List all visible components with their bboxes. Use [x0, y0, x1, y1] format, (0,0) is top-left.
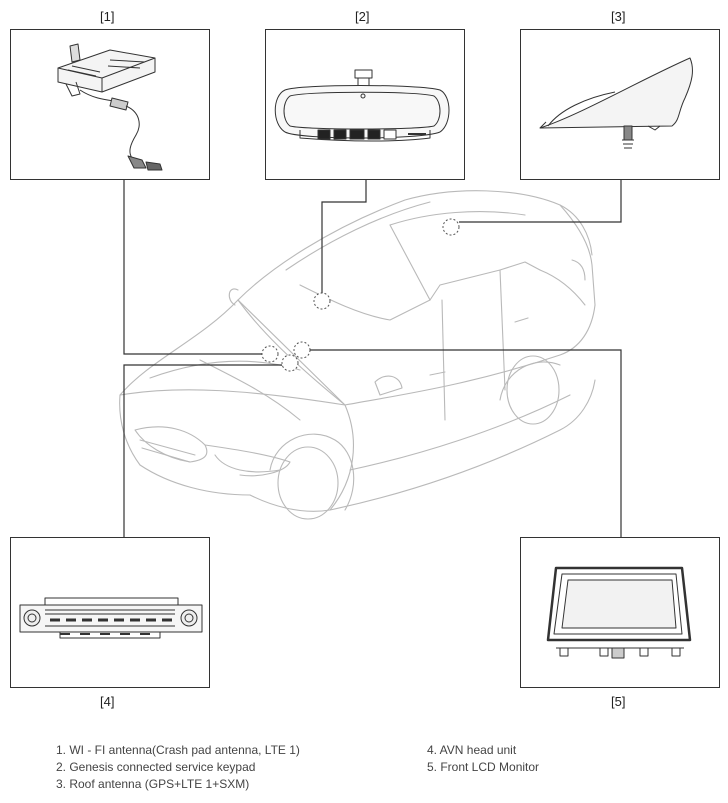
leader-line-2	[321, 180, 367, 293]
leader-line-5	[310, 349, 622, 537]
legend-item-2: 2. Genesis connected service keypad	[56, 760, 256, 774]
lcd-monitor-drawing	[546, 566, 692, 659]
callout-label-1: [1]	[100, 9, 115, 24]
legend-item-3: 3. Roof antenna (GPS+LTE 1+SXM)	[56, 777, 250, 791]
marker-avn-head-unit	[281, 354, 299, 372]
legend-item-1: 1. WI - FI antenna(Crash pad antenna, LT…	[56, 743, 300, 757]
leader-lines	[123, 180, 622, 537]
location-markers	[261, 218, 460, 372]
roof-antenna-drawing	[539, 57, 693, 149]
callout-label-4: [4]	[100, 694, 115, 709]
callout-label-5: [5]	[611, 694, 626, 709]
avn-head-unit-drawing	[19, 597, 203, 639]
legend-right: 4. AVN head unit 5. Front LCD Monitor	[427, 742, 539, 776]
wifi-antenna-drawing	[57, 43, 163, 171]
marker-keypad	[313, 292, 331, 310]
callout-label-3: [3]	[611, 9, 626, 24]
leader-line-3	[459, 180, 622, 223]
leader-line-4	[123, 364, 282, 537]
legend-left: 1. WI - FI antenna(Crash pad antenna, LT…	[56, 742, 300, 793]
keypad-mirror-drawing	[274, 69, 450, 142]
legend-item-4: 4. AVN head unit	[427, 743, 517, 757]
marker-lcd-monitor	[293, 341, 311, 359]
marker-wifi-antenna	[261, 345, 279, 363]
callout-label-2: [2]	[355, 9, 370, 24]
car-illustration	[119, 190, 596, 520]
marker-roof-antenna	[442, 218, 460, 236]
legend-item-5: 5. Front LCD Monitor	[427, 760, 540, 774]
leader-line-1	[123, 180, 262, 355]
